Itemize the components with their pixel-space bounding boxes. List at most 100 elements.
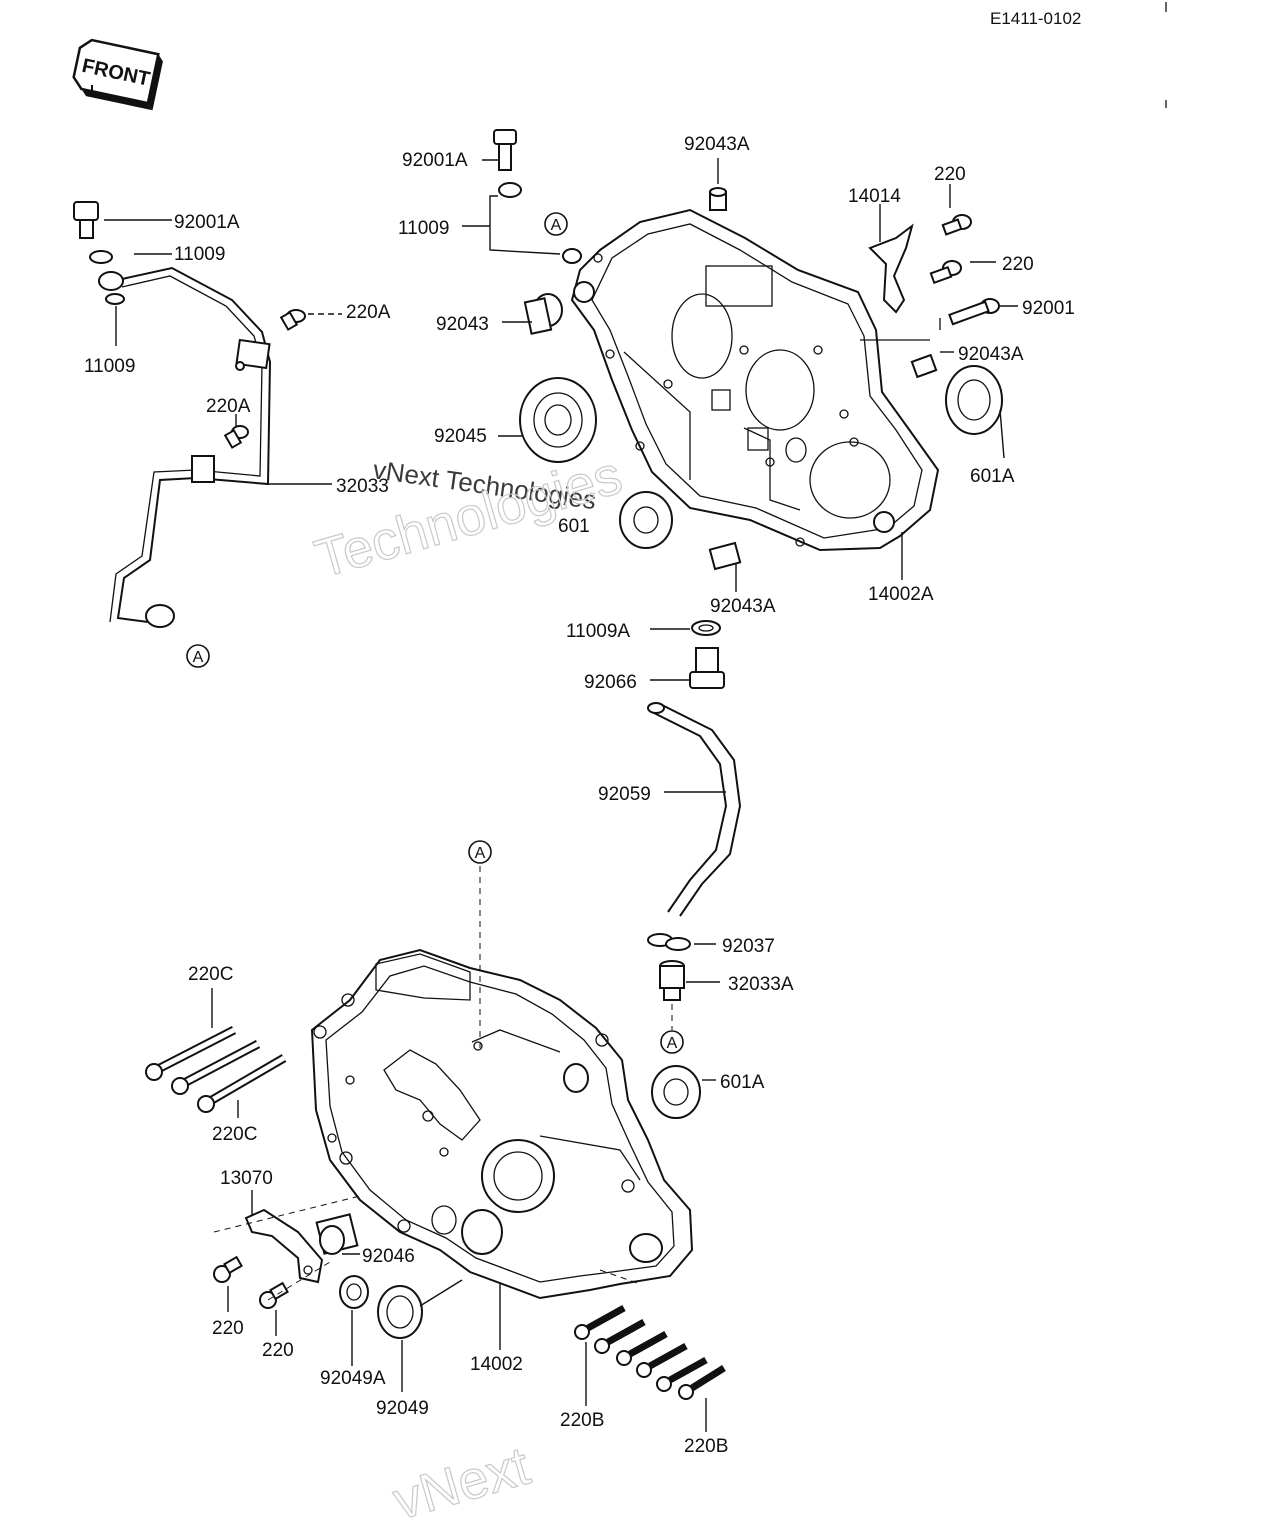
svg-text:A: A: [193, 649, 204, 666]
crank-bore: [671, 293, 733, 379]
internal-rib: [623, 351, 801, 511]
label-220-lower-a: 220: [212, 1318, 244, 1339]
dowel-hole: [873, 511, 895, 533]
collar-92046: [315, 1213, 359, 1255]
lower-small-bore: [461, 1209, 503, 1255]
label-11009-pipe-upper: 11009: [174, 244, 225, 265]
ref-marker-a-right: A: [660, 1030, 684, 1054]
label-92049: 92049: [376, 1398, 429, 1419]
washer-lower: [105, 293, 125, 305]
bearing-601: [619, 491, 673, 549]
label-92001: 92001: [1022, 298, 1075, 319]
bolt-92001-right: [948, 298, 1000, 326]
pipe-clamp-upper: [235, 338, 271, 370]
label-220-a: 220: [934, 164, 966, 185]
leader-lines: [104, 158, 1018, 1432]
lower-rib: [471, 1029, 641, 1181]
lower-top-plate: [375, 953, 471, 1001]
oil-pipe-assembly: [73, 201, 306, 628]
label-92001a-top: 92001A: [402, 150, 468, 171]
oil-pipe: [116, 266, 272, 623]
dowel-hole: [573, 281, 595, 303]
label-220a-lower: 220A: [206, 396, 251, 417]
ref-marker-a-upper: A: [544, 212, 568, 236]
bolt-92001a-top: [493, 129, 517, 171]
clamp-hole: [235, 361, 245, 371]
label-92049a: 92049A: [320, 1368, 386, 1389]
lower-internal-linkage: [383, 1049, 481, 1141]
lower-small-bore: [431, 1205, 457, 1235]
plate-13070: [244, 1208, 324, 1284]
screw-220-b: [929, 260, 962, 285]
drain-plug-92066: [689, 647, 725, 689]
upper-fasteners: [493, 129, 1003, 689]
screw-220a-lower: [223, 425, 249, 449]
document-code: E1411-0102: [990, 9, 1081, 28]
seal-92049: [377, 1285, 423, 1339]
ref-marker-a-lower: A: [468, 840, 492, 864]
label-32033a: 32033A: [728, 974, 794, 995]
label-92037: 92037: [722, 936, 775, 957]
bolts-220b-group: [574, 1304, 726, 1400]
assembly-center-lines: [213, 318, 941, 1301]
label-92043a-top: 92043A: [684, 134, 750, 155]
label-92066: 92066: [584, 672, 637, 693]
label-11009a: 11009A: [566, 621, 630, 642]
label-11009-pipe-lower: 11009: [84, 356, 135, 377]
banjo-bolt-shank: [79, 219, 94, 239]
lower-fasteners: [145, 1025, 726, 1400]
dowel-92043: [523, 293, 563, 335]
bearing-92045: [519, 377, 597, 463]
label-92059: 92059: [598, 784, 651, 805]
label-13070: 13070: [220, 1168, 273, 1189]
washer-11009-upper: [498, 182, 522, 198]
label-92043: 92043: [436, 314, 489, 335]
dowel-92043a-bottom: [708, 541, 742, 571]
svg-text:A: A: [667, 1035, 678, 1052]
boss: [711, 389, 731, 411]
label-220a-upper: 220A: [346, 302, 391, 323]
label-220b-right: 220B: [684, 1436, 728, 1457]
lower-crank-bore-inner: [493, 1151, 543, 1201]
svg-text:A: A: [551, 217, 562, 234]
label-14002: 14002: [470, 1354, 523, 1375]
bolt-220c-1: [145, 1025, 237, 1081]
label-92043a-bottom: 92043A: [710, 596, 776, 617]
label-220c-top: 220C: [188, 964, 233, 985]
bearing-601a-upper: [945, 365, 1003, 435]
part-labels: 92001A 11009 11009 220A 220A 32033 92001…: [84, 134, 1075, 1457]
pipe-end-fitting: [145, 604, 175, 628]
lower-bore-top: [563, 1063, 589, 1093]
dowel-92043a-mid: [910, 353, 938, 379]
lower-bore-right: [629, 1233, 663, 1263]
crankcase-upper-flange: [591, 223, 923, 539]
label-220-b: 220: [1002, 254, 1034, 275]
screw-220a-upper: [279, 309, 306, 331]
bearing-601a-lower: [651, 1065, 701, 1119]
front-direction-badge: FRONT: [72, 38, 163, 111]
lower-bolt-holes: [313, 993, 635, 1233]
pipe-32033a: [659, 960, 685, 1001]
bracket-14014: [868, 223, 914, 314]
label-601: 601: [558, 516, 590, 537]
label-14002a: 14002A: [868, 584, 934, 605]
label-11009-top: 11009: [398, 218, 449, 239]
output-bore: [745, 349, 815, 431]
label-92046: 92046: [362, 1246, 415, 1267]
crankcase-upper: [570, 208, 940, 552]
seal-92049a: [339, 1275, 369, 1309]
oil-pipe-inner: [109, 275, 263, 623]
label-92043a-mid: 92043A: [958, 344, 1024, 365]
pipe-clamp-lower: [191, 455, 215, 483]
small-bore: [785, 437, 807, 463]
crankcase-upper-outline: [570, 208, 940, 552]
watermark-vnext: vNext: [387, 1436, 536, 1532]
label-601a-lower: 601A: [720, 1072, 765, 1093]
boss: [747, 427, 769, 451]
banjo-bolt-head: [73, 201, 99, 221]
label-92001a-pipe: 92001A: [174, 212, 240, 233]
screw-220-a: [941, 214, 972, 236]
washer-11009-lower: [562, 248, 582, 264]
lower-crank-bore: [481, 1139, 555, 1213]
